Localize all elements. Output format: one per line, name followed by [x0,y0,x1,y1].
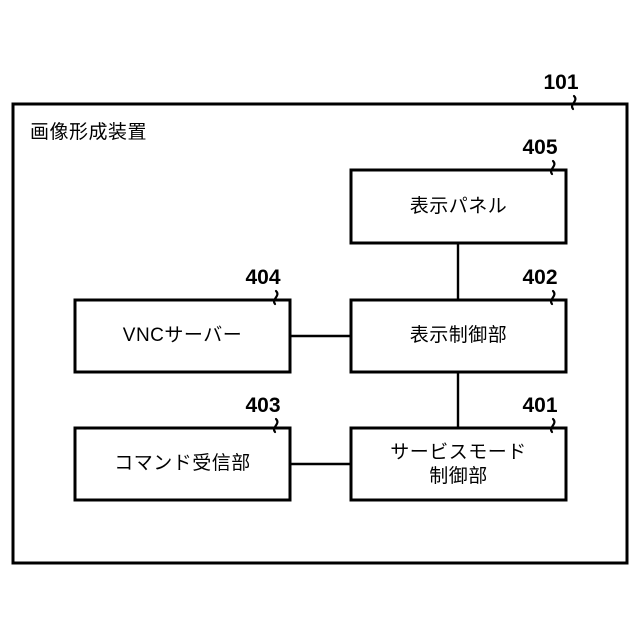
block-vnc-server[interactable]: VNCサーバー 404 [73,266,292,374]
block-display-panel[interactable]: 表示パネル 405 [349,136,568,245]
leader-line-404-icon [273,289,279,306]
command-receiver-box[interactable] [73,426,292,502]
block-command-receiver[interactable]: コマンド受信部 403 [73,394,292,502]
leader-line-403-icon [273,417,279,434]
block-service-mode-control-unit[interactable]: サービスモード 制御部 401 [349,394,568,502]
leader-line-405-icon [550,159,556,176]
leader-line-101-icon [571,94,577,111]
block-display-control-unit[interactable]: 表示制御部 402 [349,266,568,374]
service-mode-control-unit-box[interactable] [349,426,568,502]
service-mode-control-unit-label-line1: サービスモード [390,441,527,463]
ref-number-404: 404 [245,266,280,289]
ref-number-101: 101 [543,71,578,94]
ref-number-405: 405 [522,136,557,159]
outer-enclosure-label: 画像形成装置 [30,121,147,143]
display-panel-label: 表示パネル [410,195,508,217]
service-mode-control-unit-label-line2: 制御部 [429,465,488,487]
ref-number-403: 403 [245,394,280,417]
command-receiver-label: コマンド受信部 [114,452,251,474]
display-control-unit-box[interactable] [349,298,568,374]
vnc-server-label: VNCサーバー [123,325,242,346]
leader-line-401-icon [550,417,556,434]
display-control-unit-label: 表示制御部 [410,324,508,346]
leader-line-402-icon [550,289,556,306]
vnc-server-box[interactable] [73,298,292,374]
display-panel-box[interactable] [349,168,568,245]
ref-number-401: 401 [522,394,557,417]
ref-number-402: 402 [522,266,557,289]
